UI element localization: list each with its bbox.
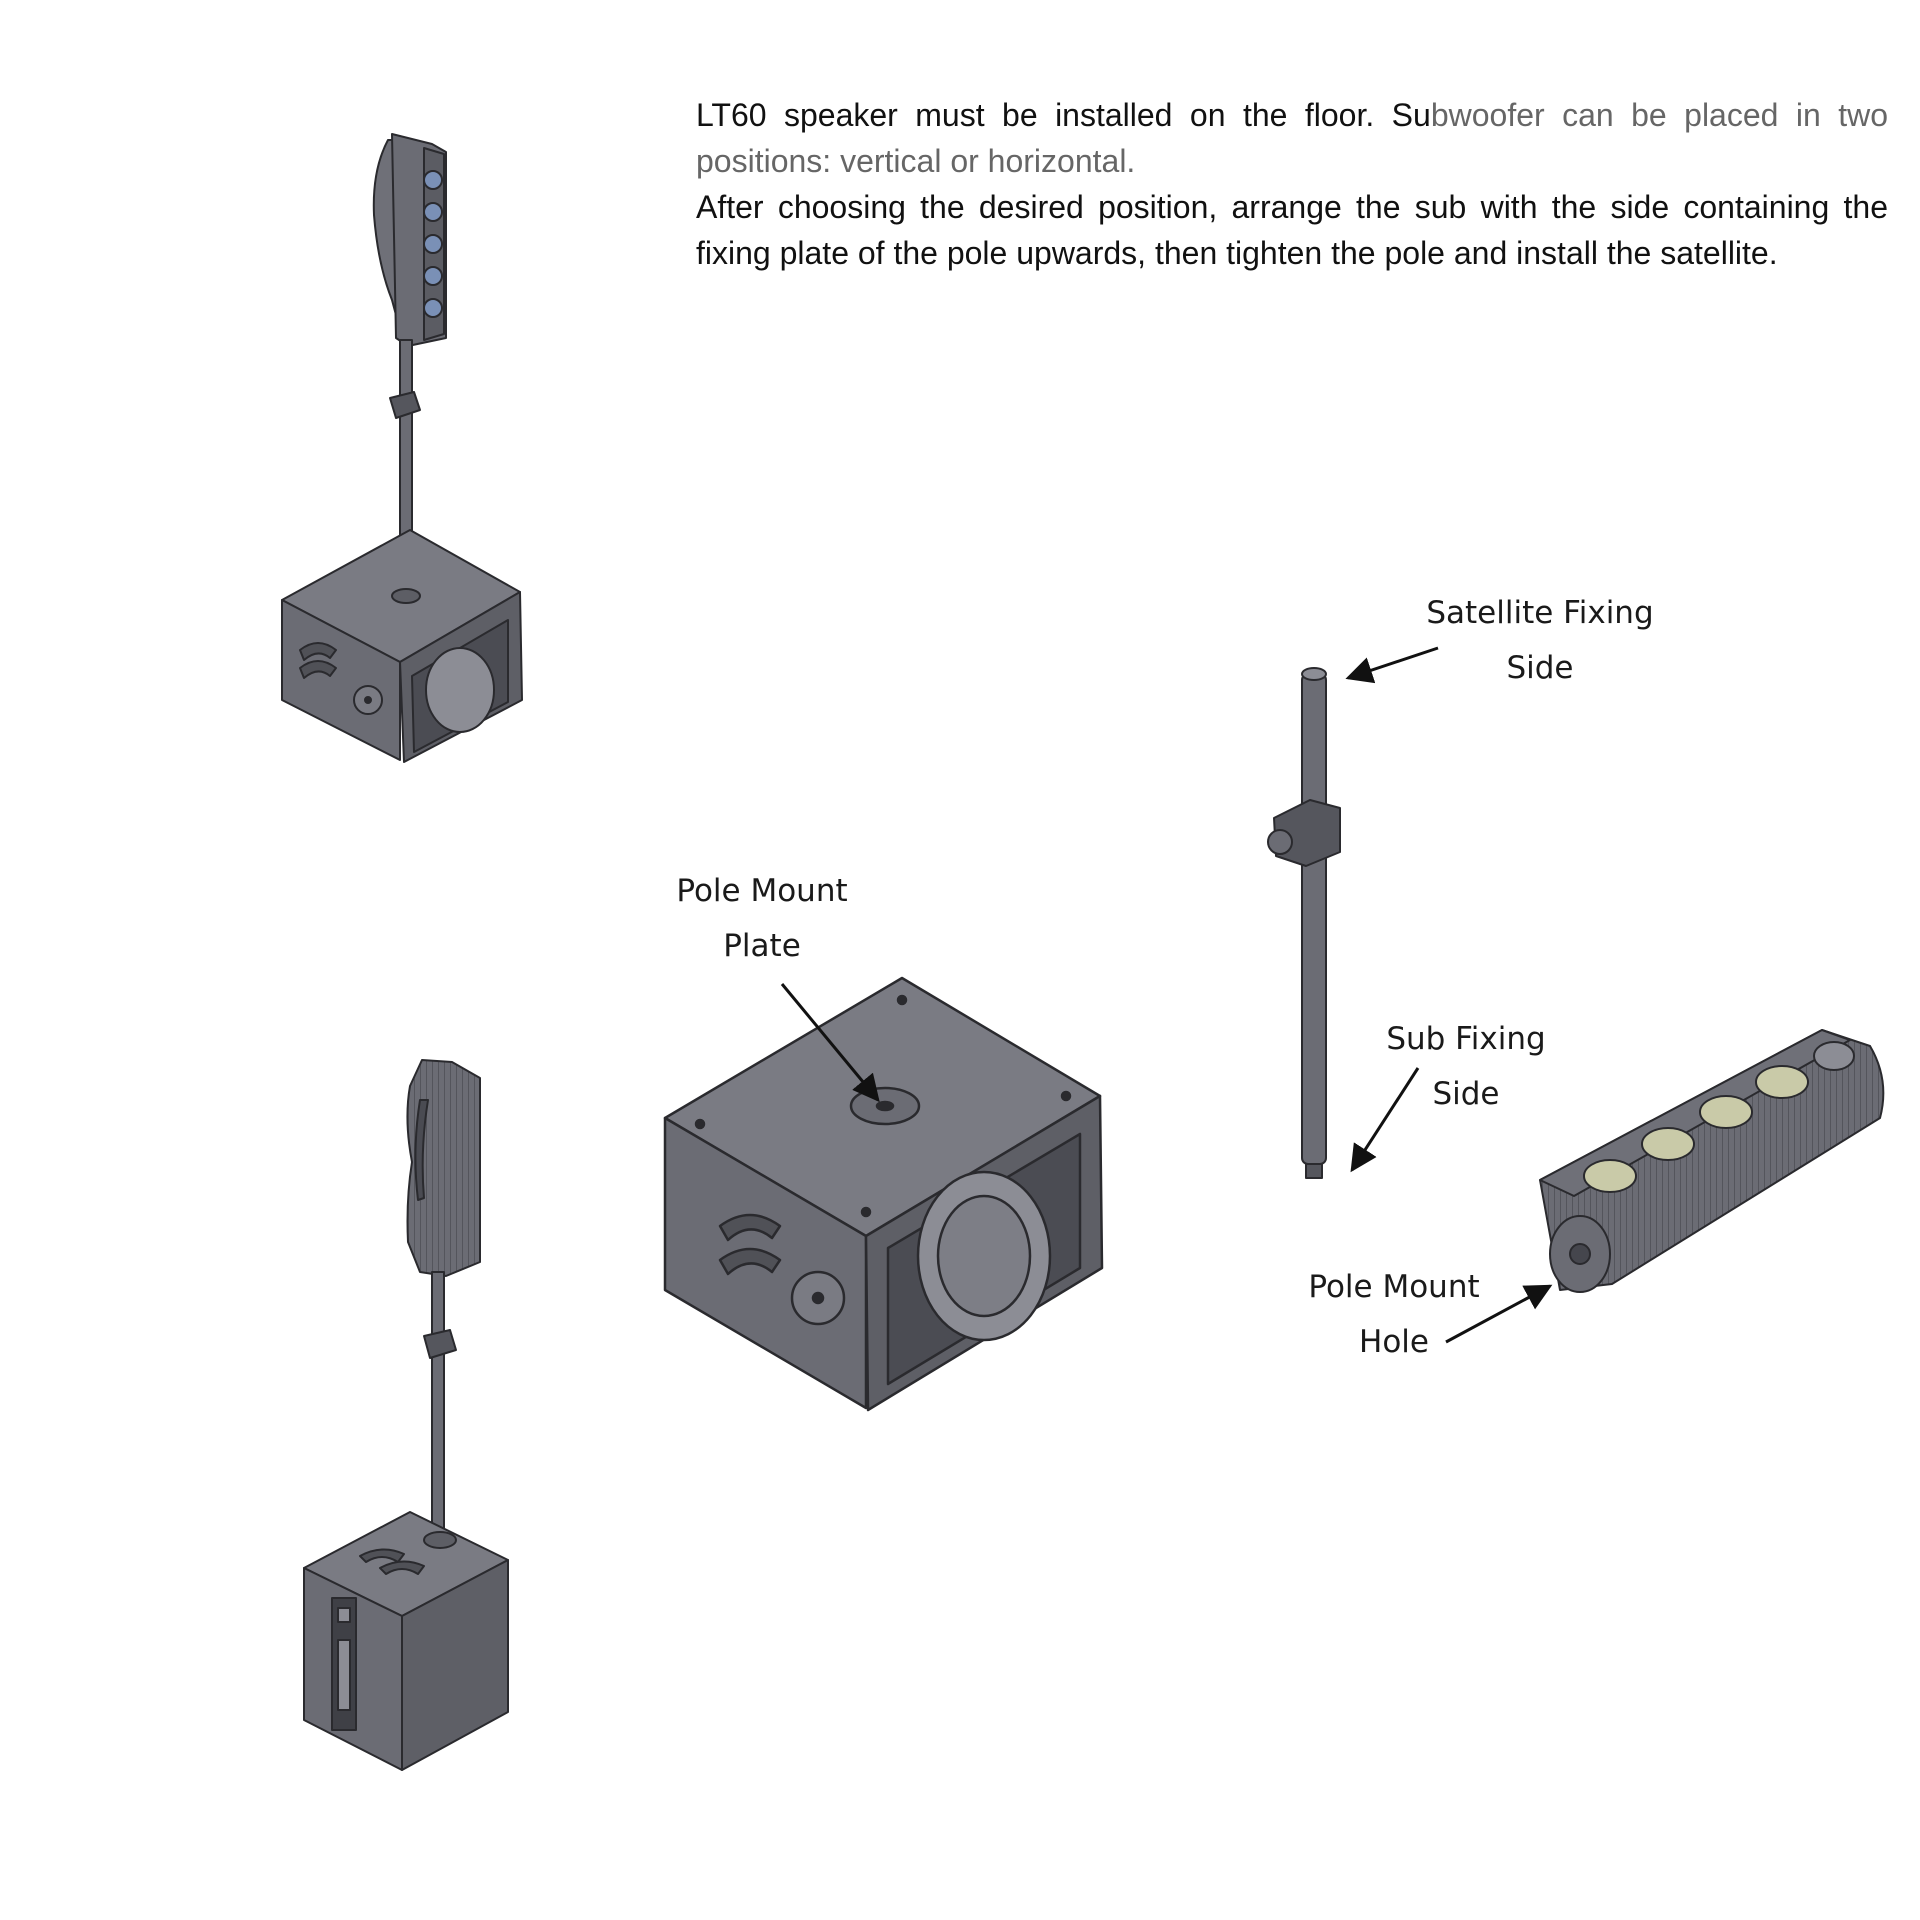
assembly-horizontal [281,133,523,763]
arrow-pole-mount-plate [780,983,880,1103]
intro-paragraph-1: LT60 speaker must be installed on the fl… [696,92,1888,184]
assembly-vertical [303,1059,509,1771]
callout-arrows [780,646,1553,1344]
satellite-speaker-side [406,1059,481,1277]
arrow-satellite-fixing [1345,646,1439,684]
intro-line1-grey: bwoofer can be placed in two positions: … [696,97,1889,179]
intro-text: LT60 speaker must be installed on the fl… [696,92,1888,276]
subwoofer-large [663,976,1104,1412]
label-pole-mount-plate: Pole Mount Plate [676,873,848,964]
subwoofer-vertical [303,1511,509,1771]
arrow-pole-mount-hole [1445,1284,1553,1344]
pole [431,1271,445,1543]
label-satellite-fixing-side: Satellite Fixing Side [1426,595,1654,686]
satellite-speaker-vertical [372,133,447,347]
label-sub-fixing-side: Sub Fixing Side [1386,1021,1546,1112]
intro-paragraph-2: After choosing the desired position, arr… [696,189,1888,271]
pole-clamp [423,1329,457,1359]
arrow-sub-fixing [1350,1067,1420,1173]
label-pole-mount-hole: Pole Mount Hole [1308,1269,1480,1360]
satellite-speaker-horizontal [1539,1029,1885,1293]
pole-detached [1267,667,1341,1179]
subwoofer-horizontal [281,529,523,763]
pole-clamp [389,391,421,419]
intro-line1: LT60 speaker must be installed on the fl… [696,97,1431,133]
